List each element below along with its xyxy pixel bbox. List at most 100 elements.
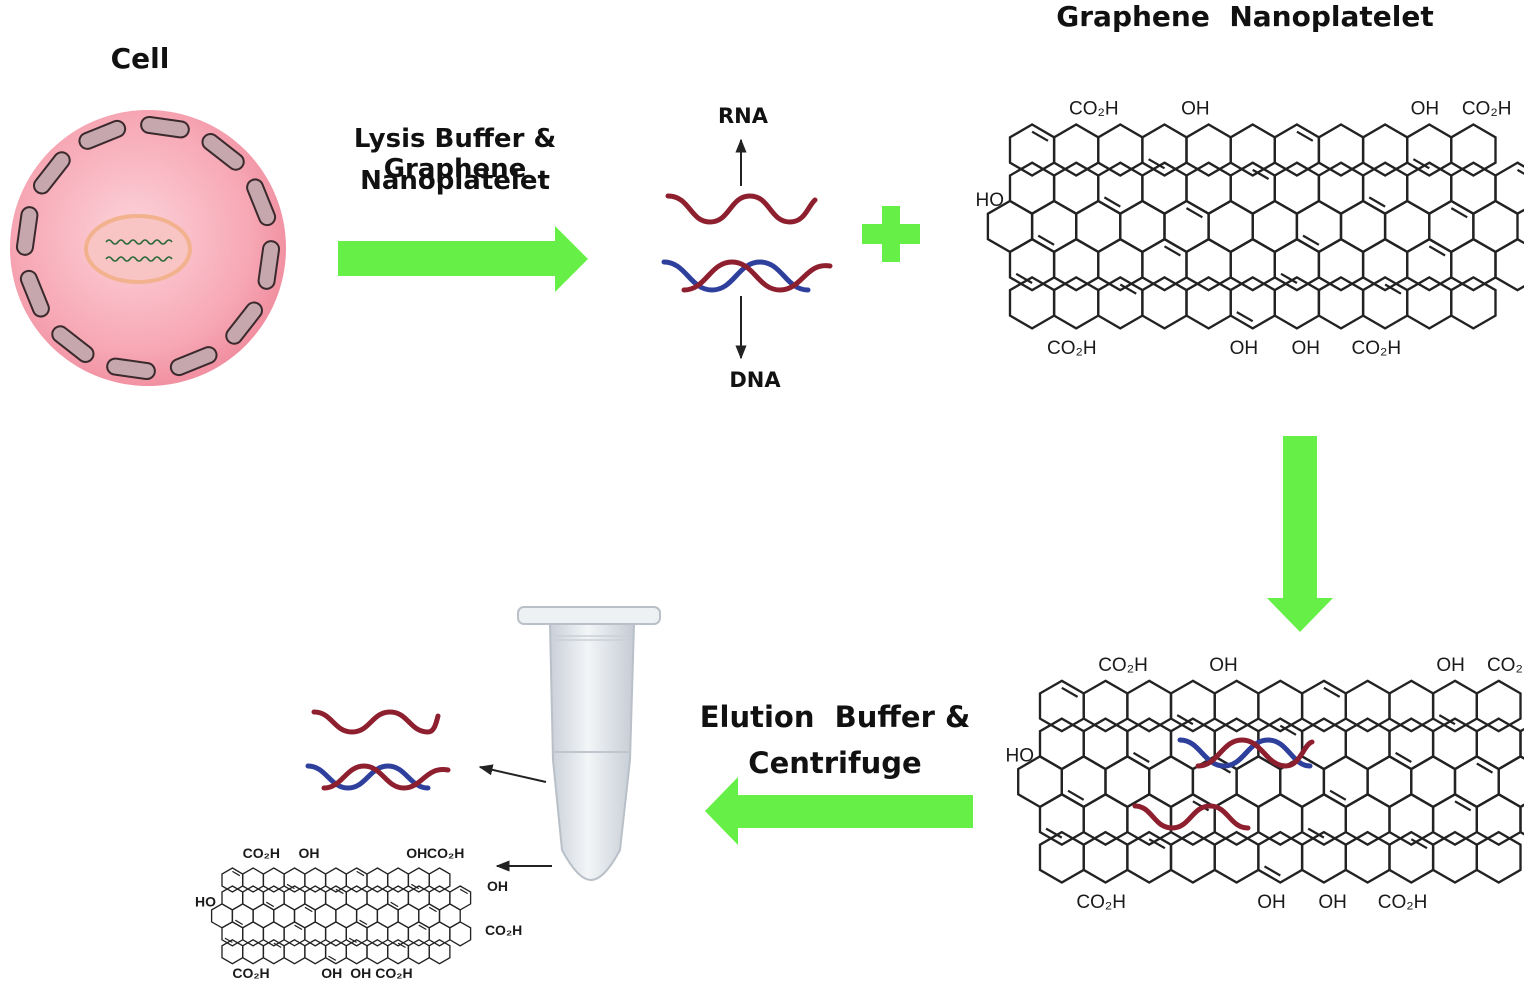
eluted-dna-strand-red bbox=[321, 763, 451, 791]
double-bond bbox=[328, 955, 337, 961]
hexagon-ring bbox=[242, 921, 265, 947]
double-bond bbox=[304, 906, 313, 913]
hexagon-ring bbox=[283, 939, 306, 965]
hexagon-ring bbox=[1082, 830, 1129, 884]
hexagon-ring bbox=[1052, 276, 1100, 330]
plus-sign bbox=[862, 206, 920, 262]
hexagon-ring bbox=[1519, 803, 1524, 836]
nucleus-dna-strand bbox=[105, 239, 173, 245]
hexagon-ring bbox=[428, 921, 451, 947]
double-bond bbox=[232, 870, 241, 877]
double-bond bbox=[1067, 789, 1085, 801]
eluted-nucleic-acids bbox=[305, 709, 552, 872]
double-bond bbox=[1132, 751, 1150, 763]
functional-group-label: CO₂H bbox=[1378, 892, 1428, 913]
double-bond bbox=[1163, 245, 1181, 257]
double-bond bbox=[1410, 838, 1428, 850]
double-bond bbox=[335, 888, 344, 895]
hexagon-ring bbox=[1185, 237, 1232, 292]
hexagon-ring bbox=[1126, 792, 1173, 847]
hexagon-ring bbox=[366, 939, 389, 965]
cell-diagram bbox=[10, 110, 286, 386]
double-bond bbox=[390, 901, 399, 908]
double-bond bbox=[1280, 272, 1298, 284]
hexagon-ring bbox=[1317, 123, 1365, 177]
elution-arrow bbox=[705, 777, 973, 845]
hexagon-ring bbox=[428, 939, 451, 965]
functional-group-label: CO₂H bbox=[1047, 338, 1097, 359]
double-bond bbox=[1329, 789, 1347, 801]
membrane-segment bbox=[225, 301, 263, 345]
eluted-dna-strand-blue bbox=[305, 763, 431, 791]
double-bond bbox=[348, 937, 357, 943]
hexagon-ring bbox=[1475, 792, 1522, 847]
hexagon-ring bbox=[1169, 830, 1216, 884]
hexagon-ring bbox=[1213, 830, 1260, 884]
hexagon-ring bbox=[1082, 679, 1129, 733]
functional-group-label: CO₂H bbox=[1351, 338, 1401, 359]
hexagon-ring bbox=[1097, 123, 1144, 177]
hexagon-ring bbox=[1388, 679, 1435, 733]
membrane-segment bbox=[51, 325, 95, 363]
hexagon-ring bbox=[1213, 679, 1260, 733]
hexagon-ring bbox=[262, 921, 285, 947]
dna-strand-blue bbox=[661, 259, 811, 293]
double-bond bbox=[1395, 751, 1412, 763]
membrane-segment bbox=[257, 240, 281, 290]
hexagon-ring bbox=[366, 867, 389, 893]
double-bond bbox=[224, 937, 233, 943]
double-bond bbox=[1454, 800, 1472, 812]
functional-group-label: OH bbox=[1257, 892, 1286, 913]
hexagon-ring bbox=[1497, 755, 1524, 809]
nucleus bbox=[84, 214, 192, 284]
functional-group-label: CO₂H bbox=[1069, 99, 1119, 120]
hexagon-ring bbox=[242, 867, 265, 893]
functional-group-label: OH bbox=[1318, 892, 1347, 913]
hexagon-ring bbox=[1300, 830, 1347, 884]
functional-group-label: OH bbox=[321, 965, 342, 981]
bound-dna-strand-red bbox=[1195, 737, 1315, 769]
elution-step-label-line2: Centrifuge bbox=[748, 746, 922, 780]
lysis-step-label-line2: Nanoplatelet bbox=[360, 166, 550, 196]
hexagon-ring bbox=[324, 921, 347, 947]
functional-group-label: OH bbox=[1291, 338, 1320, 359]
hexagon-ring bbox=[1450, 276, 1497, 330]
binding-arrow bbox=[1267, 436, 1333, 632]
functional-group-label: OH bbox=[1411, 99, 1440, 120]
functional-group-label: OH bbox=[1436, 655, 1465, 676]
hexagon-ring bbox=[1229, 237, 1276, 292]
functional-group-label: OH bbox=[1209, 655, 1238, 676]
functional-group-label: OH bbox=[1230, 338, 1259, 359]
hexagon-ring bbox=[324, 867, 347, 893]
hexagon-ring bbox=[1450, 237, 1497, 292]
functional-group-label: OH bbox=[299, 845, 320, 861]
hexagon-ring bbox=[1273, 276, 1321, 330]
membrane-segment bbox=[78, 119, 127, 150]
hexagon-ring bbox=[304, 939, 327, 965]
hexagon-ring bbox=[1406, 276, 1453, 330]
hexagon-ring bbox=[1344, 679, 1391, 733]
hexagon-ring bbox=[304, 867, 327, 893]
double-bond bbox=[1296, 130, 1314, 142]
double-bond bbox=[1412, 158, 1430, 170]
hexagon-ring bbox=[1126, 679, 1173, 733]
hexagon-ring bbox=[1052, 237, 1100, 292]
double-bond bbox=[1279, 724, 1297, 736]
double-bond bbox=[1438, 714, 1456, 726]
nucleus-dna-strand bbox=[105, 256, 173, 262]
lysis-arrow bbox=[338, 226, 588, 292]
functional-group-label: OH bbox=[406, 845, 427, 861]
double-bond bbox=[1252, 168, 1270, 180]
double-bond bbox=[418, 924, 427, 931]
bound-rna-strand bbox=[1132, 803, 1251, 831]
double-bond bbox=[1185, 207, 1203, 219]
double-bond bbox=[1428, 245, 1446, 257]
double-bond bbox=[428, 906, 437, 913]
hexagon-ring bbox=[1082, 792, 1129, 847]
elution-step-label-line1: Elution Buffer & bbox=[699, 700, 971, 734]
graphene-nanoplatelet-title: Graphene Nanoplatelet bbox=[1056, 0, 1434, 33]
double-bond bbox=[294, 924, 303, 931]
cell-membrane-segments bbox=[15, 115, 281, 381]
functional-group-label: CO₂H bbox=[1487, 655, 1524, 676]
